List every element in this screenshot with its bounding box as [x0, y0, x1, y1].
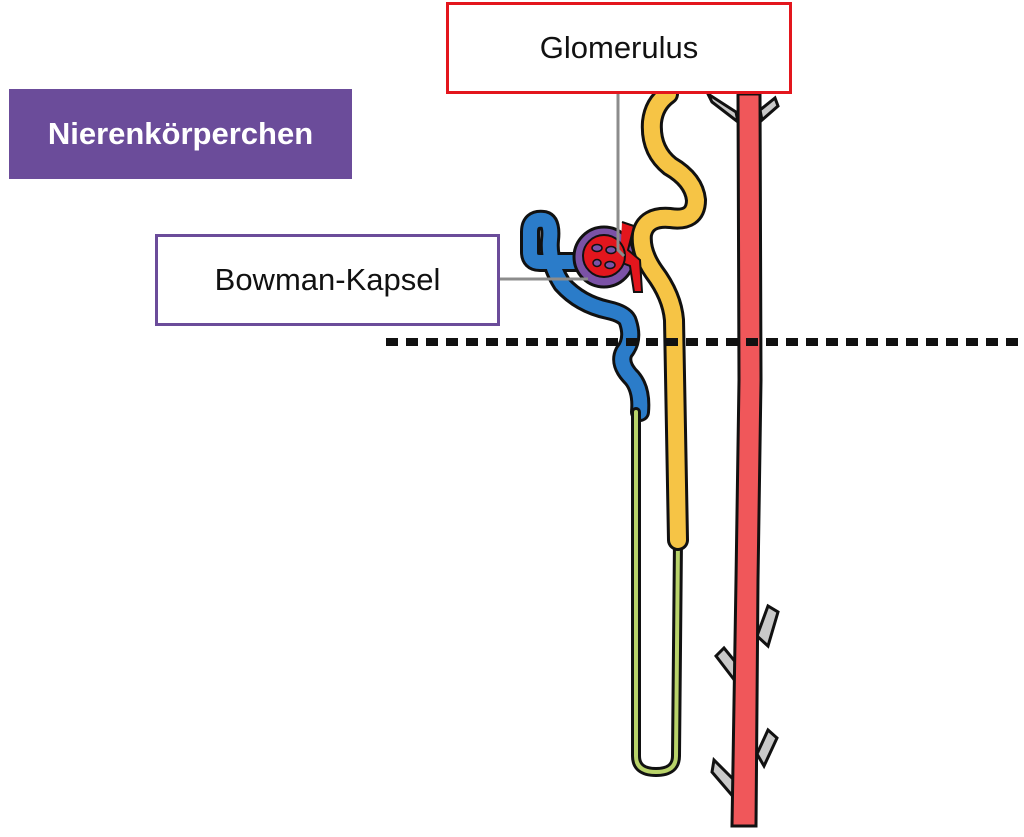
branch-mid-right [755, 603, 780, 649]
collecting-duct-tube [730, 92, 763, 828]
distal-tubule-fill [633, 86, 704, 548]
capillary-gap [592, 258, 602, 268]
glomerulus-label: Glomerulus [446, 2, 792, 94]
renal-corpuscle [572, 221, 644, 293]
capillary-gap [605, 245, 617, 255]
henle-loop-fill [634, 410, 680, 775]
title-banner: Nierenkörperchen [9, 89, 352, 179]
collecting-duct [704, 89, 780, 828]
capillary-gap [604, 260, 616, 270]
branch-top-left [704, 89, 741, 126]
afferent-arteriole [619, 221, 644, 293]
bowman-capsule-label: Bowman-Kapsel [155, 234, 500, 326]
branch-top-right [758, 95, 780, 123]
proximal-tubule-fill [523, 212, 648, 419]
capillary-gap [591, 243, 603, 253]
glomerulus-leader-line [616, 94, 626, 258]
branch-low-right [755, 727, 779, 770]
